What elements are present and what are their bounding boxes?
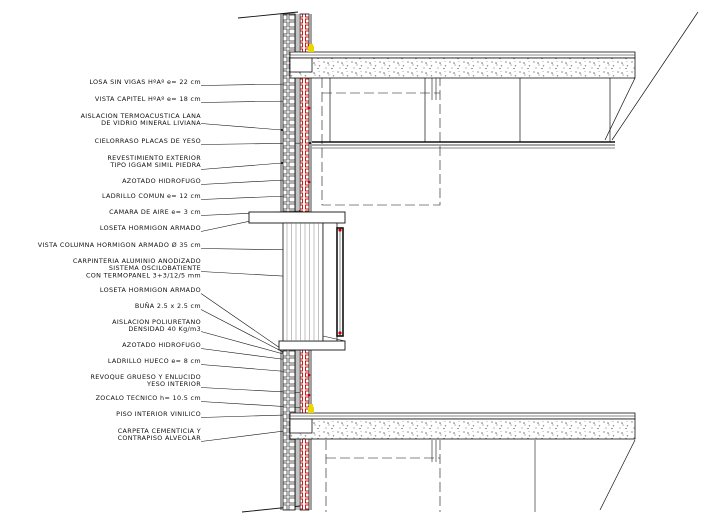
label-azotado-2-line-0: AZOTADO HIDROFUGO <box>122 341 201 349</box>
leader-azotado-2 <box>200 348 290 361</box>
label-capitel-line-0: VISTA CAPITEL HºAº e= 18 cm <box>95 95 201 103</box>
leader-revestimiento <box>200 162 283 170</box>
label-aislacion-lana-line-1: DE VIDRIO MINERAL LIVIANA <box>101 119 201 127</box>
label-columna-line-0: VISTA COLUMNA HORMIGON ARMADO Ø 35 cm <box>38 241 201 249</box>
label-zocalo-line-0: ZOCALO TECNICO h= 10.5 cm <box>96 394 201 402</box>
label-cielorraso-line-0: CIELORRASO PLACAS DE YESO <box>95 137 201 145</box>
label-revoque-line-1: YESO INTERIOR <box>146 380 201 388</box>
leader-dot-revestimiento <box>281 162 283 164</box>
skirting-lower <box>308 407 314 413</box>
label-carpeta-line-1: CONTRAPISO ALVEOLAR <box>118 434 202 442</box>
leader-aislacion-lana <box>200 123 283 131</box>
hollow-brick-upper <box>299 13 310 213</box>
leader-aislacion-poliuretano <box>200 331 288 356</box>
label-carpinteria-line-1: SISTEMA OSCILOBATIENTE <box>109 264 201 272</box>
label-camara-aire-line-0: CAMARA DE AIRE e= 3 cm <box>109 208 201 216</box>
label-aislacion-lana-line-0: AISLACION TERMOACUSTICA LANA <box>81 112 202 120</box>
label-carpeta-line-0: CARPETA CEMENTICIA Y <box>118 427 201 435</box>
leader-buna <box>200 309 284 353</box>
annotation-labels: LOSA SIN VIGAS HºAº e= 22 cm VISTA CAPITE… <box>38 78 202 442</box>
label-aislacion-poliuretano-line-0: AISLACION POLIURETANO <box>112 318 201 326</box>
column-view <box>282 222 324 342</box>
label-piso-line-0: PISO INTERIOR VINILICO <box>116 410 201 418</box>
leader-ladrillo-hueco <box>200 364 293 373</box>
leader-ladrillo-comun <box>200 195 289 200</box>
perspective-upper <box>604 77 636 141</box>
leader-losa <box>200 83 293 86</box>
red-marker-4 <box>307 393 311 397</box>
label-revoque-line-0: REVOQUE GRUESO Y ENLUCIDO <box>91 373 202 381</box>
yellow-marker-lower <box>309 404 313 409</box>
yellow-marker-upper <box>309 44 313 49</box>
label-loseta-2-line-0: LOSETA HORMIGON ARMADO <box>100 286 201 294</box>
leader-capitel <box>200 100 293 103</box>
label-carpinteria-line-2: CON TERMOPANEL 3+3/12/5 mm <box>86 271 201 279</box>
window-seal-top <box>338 228 342 232</box>
label-loseta-1-line-0: LOSETA HORMIGON ARMADO <box>100 224 201 232</box>
label-carpinteria-line-0: CARPINTERIA ALUMINIO ANODIZADO <box>73 257 201 265</box>
construction-geometry <box>237 11 699 513</box>
red-marker-2 <box>307 180 311 184</box>
window-sill-drip <box>322 335 346 342</box>
slab-edge-lower <box>289 418 313 434</box>
label-aislacion-poliuretano-line-1: DENSIDAD 40 Kg/m3 <box>128 325 201 333</box>
capital-outline-upper <box>321 78 441 206</box>
concrete-slab-upper <box>289 57 636 79</box>
lintel-slab-bottom <box>278 340 346 351</box>
label-revestimiento-line-1: TIPO IGGAM SIMIL PIEDRA <box>109 161 201 169</box>
leader-dot-cielorraso <box>309 142 311 144</box>
window-frame <box>322 222 338 342</box>
red-marker-3 <box>307 373 311 377</box>
label-azotado-1-line-0: AZOTADO HIDROFUGO <box>122 177 201 185</box>
perspective-lower <box>599 439 636 511</box>
slab-edge-upper <box>289 57 313 73</box>
column-outline-lower <box>325 440 441 512</box>
perspective-upper-2 <box>611 11 699 141</box>
label-revestimiento-line-0: REVESTIMIENTO EXTERIOR <box>107 154 201 162</box>
label-ladrillo-hueco-line-0: LADRILLO HUECO e= 8 cm <box>108 357 201 365</box>
break-line-top <box>237 11 299 19</box>
label-buna-line-0: BUÑA 2.5 x 2.5 cm <box>135 301 201 310</box>
concrete-slab-lower <box>289 418 636 440</box>
brick-wall-upper <box>282 13 296 213</box>
label-ladrillo-comun-line-0: LADRILLO COMUN e= 12 cm <box>102 192 201 200</box>
label-losa-line-0: LOSA SIN VIGAS HºAº e= 22 cm <box>89 78 201 86</box>
window-seal-bottom <box>338 331 342 335</box>
leader-azotado-1 <box>200 179 286 185</box>
lintel-slab-top <box>248 211 346 224</box>
leader-loseta-2 <box>200 293 281 349</box>
red-marker-1 <box>307 106 311 110</box>
leader-dot-aislacion-lana <box>281 129 283 131</box>
